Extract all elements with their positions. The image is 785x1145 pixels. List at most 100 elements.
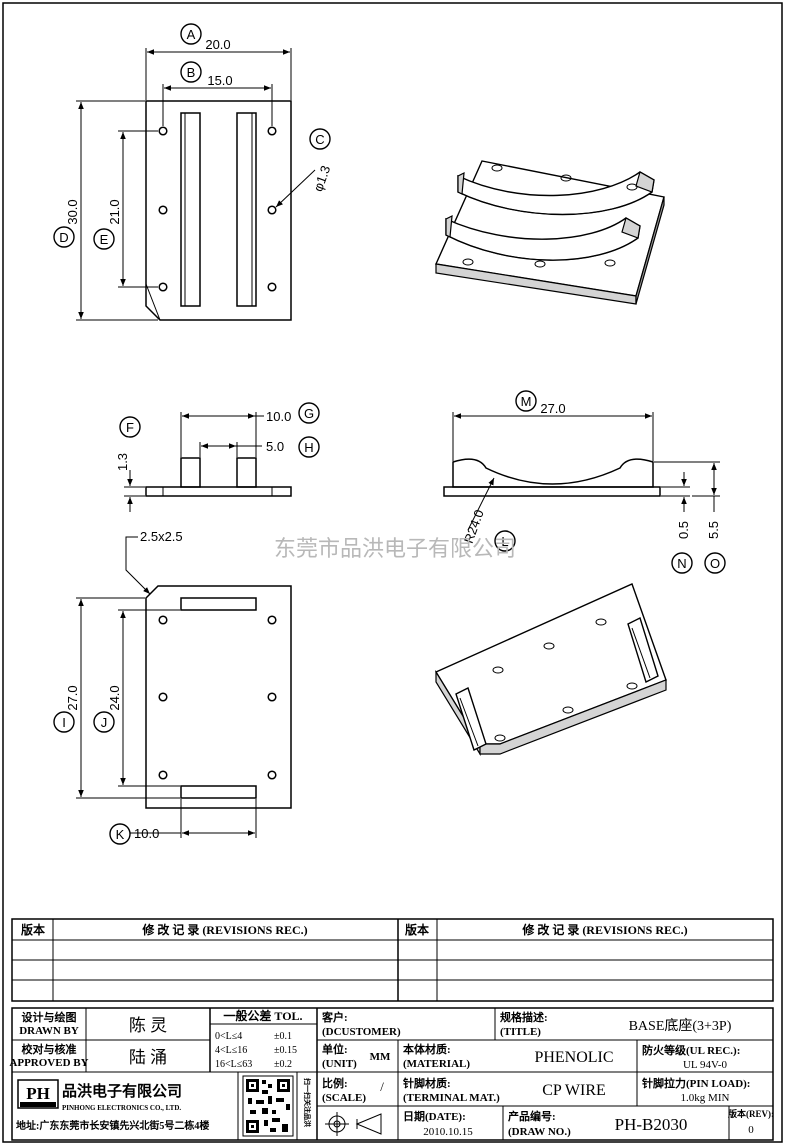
bottom-view-outline [145, 585, 292, 809]
revisions-table: 版本 修 改 记 录 (REVISIONS REC.) 版本 修 改 记 录 (… [11, 918, 774, 1002]
watermark-text: 东莞市品洪电子有限公司 [274, 537, 516, 562]
dim-k-value: 10.0 [134, 826, 159, 841]
isometric-bottom-holes [492, 618, 638, 742]
dim-g-label: G [304, 406, 314, 421]
tolerance-value-3: ±0.2 [274, 1059, 292, 1070]
dim-k-balloon [109, 823, 131, 845]
bottom-view: 2.5x2.5 27.0 I 24.0 J 10.0 K [53, 529, 292, 845]
bottom-view-slot-bottom [180, 785, 257, 799]
isometric-view-top [434, 160, 665, 305]
dim-c-value: φ1.3 [310, 163, 333, 193]
tolerance-value-1: ±0.1 [274, 1031, 292, 1042]
fire-rating-label: 防火等级(UL REC.): [642, 1043, 740, 1057]
dim-c-balloon [309, 128, 331, 150]
dim-h-balloon [298, 436, 320, 458]
rev-label: 版本(REV): [727, 1108, 774, 1119]
draw-no-label: 产品编号: [508, 1109, 556, 1123]
dim-f-balloon [119, 416, 141, 438]
dim-f-label: F [126, 420, 134, 435]
rev-col-version-right: 版本 [405, 922, 429, 937]
terminal-label-en: (TERMINAL MAT.) [403, 1092, 500, 1104]
dim-j-label: J [101, 715, 108, 730]
date-label: 日期(DATE): [403, 1109, 466, 1123]
isometric-top-holes [462, 164, 638, 268]
rev-col-version-left: 版本 [21, 922, 45, 937]
designed-label: 设计与绘图 [22, 1010, 77, 1024]
title-label-en: (TITLE) [500, 1026, 541, 1038]
dim-d-label: D [59, 230, 68, 245]
approved-by-value: 陆 涌 [129, 1048, 167, 1067]
designed-label-en: DRAWN BY [19, 1025, 79, 1037]
dim-g-value: 10.0 [266, 409, 291, 424]
approved-label-en: APPROVED BY [9, 1057, 88, 1069]
dim-b-value: 15.0 [207, 73, 232, 88]
dim-d-balloon [53, 226, 75, 248]
qr-code-icon [242, 1075, 294, 1137]
dim-b-balloon [180, 61, 202, 83]
dim-j-balloon [93, 711, 115, 733]
fire-rating-value: UL 94V-0 [683, 1059, 728, 1071]
dim-b-label: B [187, 65, 196, 80]
designed-by-value: 陈 灵 [129, 1016, 167, 1035]
company-name: 品洪电子有限公司 [62, 1082, 182, 1100]
terminal-label: 针脚材质: [403, 1076, 451, 1090]
top-view-slot-left [180, 112, 201, 307]
title-block: 设计与绘图 DRAWN BY 陈 灵 校对与核准 APPROVED BY 陆 涌… [9, 1007, 774, 1141]
material-value: PHENOLIC [534, 1049, 613, 1066]
terminal-value: CP WIRE [542, 1082, 606, 1099]
draw-no-label-en: (DRAW NO.) [508, 1126, 571, 1138]
tolerance-title: 一般公差 TOL. [223, 1008, 302, 1023]
dim-g-balloon [298, 402, 320, 424]
date-value: 2010.10.15 [423, 1126, 473, 1138]
dim-e-value: 21.0 [107, 199, 122, 224]
dim-d-value: 30.0 [65, 199, 80, 224]
top-view-slot-right [236, 112, 257, 307]
bottom-view-pin-holes [158, 615, 277, 780]
dim-e-label: E [100, 232, 109, 247]
dim-n-label: N [677, 556, 686, 571]
side-view: 10.0 G 5.0 H 1.3 F [115, 402, 320, 512]
unit-label-en: (UNIT) [322, 1058, 357, 1070]
title-value: BASE底座(3+3P) [629, 1018, 732, 1034]
rev-col-record-left: 修 改 记 录 (REVISIONS REC.) [141, 922, 307, 937]
top-view-pin-holes [158, 126, 277, 292]
dim-f-value: 1.3 [115, 453, 130, 471]
company-name-en: PINHONG ELECTRONICS CO., LTD. [62, 1104, 181, 1112]
top-view-outline [145, 100, 292, 321]
scale-value: / [380, 1079, 384, 1094]
isometric-view-bottom [434, 583, 667, 757]
rev-value: 0 [748, 1124, 754, 1136]
pin-load-value: 1.0kg MIN [681, 1092, 730, 1104]
pin-load-label: 针脚拉力(PIN LOAD): [642, 1076, 750, 1090]
tolerance-range-2: 4<L≤16 [215, 1045, 247, 1056]
dim-l-label: L [501, 534, 508, 549]
dim-h-label: H [304, 440, 313, 455]
dim-i-balloon [53, 711, 75, 733]
dim-a-label: A [187, 27, 196, 42]
unit-label: 单位: [322, 1042, 348, 1056]
top-view: 20.0 A 15.0 B φ1.3 C 30.0 D 21.0 E [53, 23, 333, 321]
chamfer-value: 2.5x2.5 [140, 529, 183, 544]
dim-n-value: 0.5 [676, 521, 691, 539]
company-address: 地址:广东东莞市长安镇先兴北街5号二栋4楼 [16, 1119, 209, 1132]
rev-col-record-right: 修 改 记 录 (REVISIONS REC.) [521, 922, 687, 937]
dim-o-value: 5.5 [706, 521, 721, 539]
tolerance-range-3: 16<L≤63 [215, 1059, 252, 1070]
customer-label: 客户: [321, 1010, 348, 1024]
scale-label-en: (SCALE) [322, 1092, 366, 1104]
dim-h-value: 5.0 [266, 439, 284, 454]
dim-m-label: M [521, 394, 532, 409]
title-label: 规格描述: [500, 1010, 548, 1024]
customer-label-en: (DCUSTOMER) [322, 1026, 401, 1038]
dim-c-label: C [315, 132, 324, 147]
unit-value: MM [370, 1051, 391, 1063]
dim-n-balloon [671, 552, 693, 574]
dim-i-label: I [62, 715, 66, 730]
dim-m-balloon [515, 390, 537, 412]
front-view: 27.0 M R24.0 L 0.5 N 5.5 O [443, 390, 726, 574]
dim-m-value: 27.0 [540, 401, 565, 416]
company-logo-text: PH [26, 1084, 50, 1103]
